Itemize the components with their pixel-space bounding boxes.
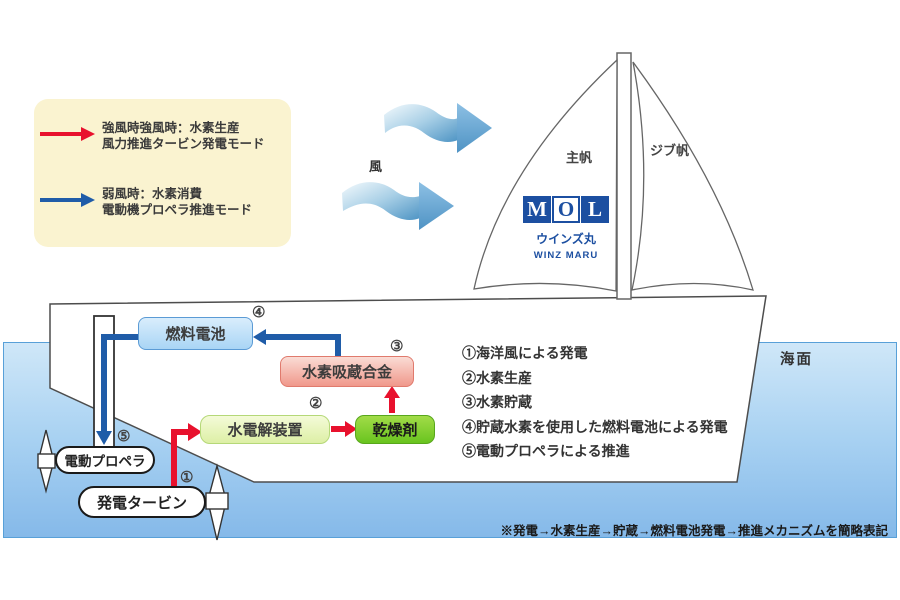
- legend-strong-wind-line2: 風力推進タービン発電モード: [102, 136, 265, 151]
- wind-arrow-upper-icon: [384, 103, 492, 153]
- footnote: ※発電→水素生産→貯蔵→燃料電池発電→推進メカニズムを簡略表記: [500, 524, 888, 538]
- jib-sail-label: ジブ帆: [650, 143, 690, 158]
- main-sail: [473, 58, 618, 292]
- electrolyzer-box: 水電解装置: [200, 415, 330, 444]
- list-item: ①海洋風による発電: [462, 345, 588, 361]
- desiccant-box: 乾燥剤: [355, 415, 435, 444]
- wind-label: 風: [369, 159, 383, 174]
- mol-letter-o: O: [552, 196, 580, 223]
- step-marker-1: ①: [180, 469, 194, 486]
- turbine-propeller-icon: [205, 463, 229, 541]
- blue-arrow-icon: [40, 193, 95, 207]
- list-item: ③水素貯蔵: [462, 394, 532, 410]
- red-flow-arrow-electrolyzer-to-desiccant: [331, 421, 357, 437]
- sea-surface-label: 海面: [780, 352, 813, 368]
- motor-propeller-icon: [37, 429, 56, 494]
- wind-arrow-lower-icon: [342, 182, 454, 230]
- hydrogen-alloy-box: 水素吸蔵合金: [280, 356, 414, 387]
- mol-letter-l: L: [581, 196, 609, 223]
- legend-weak-wind-line2: 電動機プロペラ推進モード: [102, 202, 253, 217]
- list-item: ⑤電動プロペラによる推進: [462, 443, 630, 459]
- red-arrow-icon: [40, 127, 95, 141]
- red-flow-arrow-turbine-to-electrolyzer: [171, 423, 202, 489]
- blue-flow-arrow-fuelcell-to-propeller: [96, 334, 139, 445]
- legend-weak-wind-line1: 弱風時：水素消費: [102, 187, 203, 201]
- ship-name-en: WINZ MARU: [533, 250, 599, 261]
- mast: [616, 52, 632, 300]
- legend-box: 強風時強風時：水素生産 風力推進タービン発電モード 弱風時：水素消費 電動機プロ…: [34, 99, 291, 247]
- list-item: ④貯蔵水素を使用した燃料電池による発電: [462, 418, 728, 435]
- step-marker-3: ③: [390, 338, 404, 355]
- red-flow-arrow-desiccant-to-alloy: [384, 386, 400, 413]
- legend-strong-wind-line1: 強風時強風時：水素生産: [102, 121, 240, 135]
- step-marker-4: ④: [252, 304, 266, 321]
- mol-letter-m: M: [523, 196, 551, 223]
- motor-propeller-box: 電動プロペラ: [55, 446, 155, 474]
- mol-logo: M O L ウインズ丸 WINZ MARU: [521, 196, 611, 261]
- step-marker-2: ②: [309, 395, 323, 412]
- process-list: ①海洋風による発電 ②水素生産 ③水素貯蔵 ④貯蔵水素を使用した燃料電池による発…: [462, 341, 728, 464]
- list-item: ②水素生産: [462, 369, 532, 386]
- step-marker-5: ⑤: [117, 428, 131, 445]
- blue-flow-arrow-alloy-to-fuelcell: [253, 329, 341, 356]
- main-sail-label: 主帆: [566, 150, 593, 165]
- turbine-box: 発電タービン: [78, 486, 206, 518]
- fuel-cell-box: 燃料電池: [138, 317, 253, 350]
- jib-sail: [631, 61, 754, 291]
- ship-name-jp: ウインズ丸: [536, 232, 596, 246]
